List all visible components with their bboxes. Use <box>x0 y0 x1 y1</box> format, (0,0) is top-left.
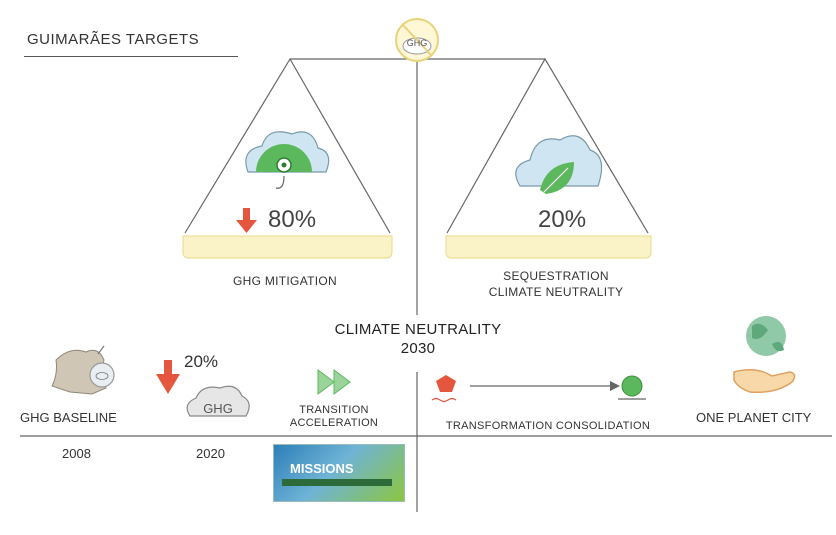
mitigation-percent: 80% <box>268 206 317 233</box>
page-title: GUIMARÃES TARGETS <box>27 31 200 48</box>
mitigation-caption: GHG MITIGATION <box>233 274 337 288</box>
climate-neutrality-heading: CLIMATE NEUTRALITY <box>334 321 502 338</box>
cloud-leaf-icon <box>515 135 603 194</box>
left-pan <box>182 235 393 259</box>
globe-icon <box>746 316 786 356</box>
one-planet-city-label: ONE PLANET CITY <box>696 410 812 425</box>
transition-label-line2: ACCELERATION <box>289 417 379 429</box>
sequestration-caption-line2: CLIMATE NEUTRALITY <box>488 285 624 299</box>
cloud-gear-icon <box>245 131 330 189</box>
city-map-icon <box>51 345 115 395</box>
transformation-arrow <box>431 375 646 403</box>
year-2020: 2020 <box>196 446 225 461</box>
ghg-no-icon <box>395 18 439 62</box>
fast-forward-icon <box>317 369 351 395</box>
title-underline <box>24 56 238 57</box>
transition-label-line1: TRANSITION <box>299 404 369 416</box>
transformation-label: TRANSFORMATION CONSOLIDATION <box>445 420 651 432</box>
right-scale-strings <box>446 57 649 234</box>
sequestration-caption-line1: SEQUESTRATION <box>503 269 609 283</box>
year-2008: 2008 <box>62 446 91 461</box>
baseline-label: GHG BASELINE <box>20 410 117 425</box>
ghg-cloud-icon <box>186 385 250 417</box>
sequestration-percent: 20% <box>538 206 587 233</box>
ghg-cloud-label: GHG <box>203 401 233 416</box>
left-scale-strings <box>184 57 391 234</box>
ghg-icon-label: GHG <box>406 38 428 48</box>
reduction-arrow-icon <box>156 360 180 394</box>
banner-title: MISSIONS <box>290 461 354 476</box>
right-pan <box>445 235 652 259</box>
climate-neutrality-year: 2030 <box>400 340 436 357</box>
banner-strip <box>282 479 392 486</box>
down-arrow-icon <box>236 208 257 233</box>
reduction-percent: 20% <box>184 352 219 371</box>
hand-icon <box>733 369 796 394</box>
eu-missions-banner: MISSIONS <box>273 444 405 502</box>
